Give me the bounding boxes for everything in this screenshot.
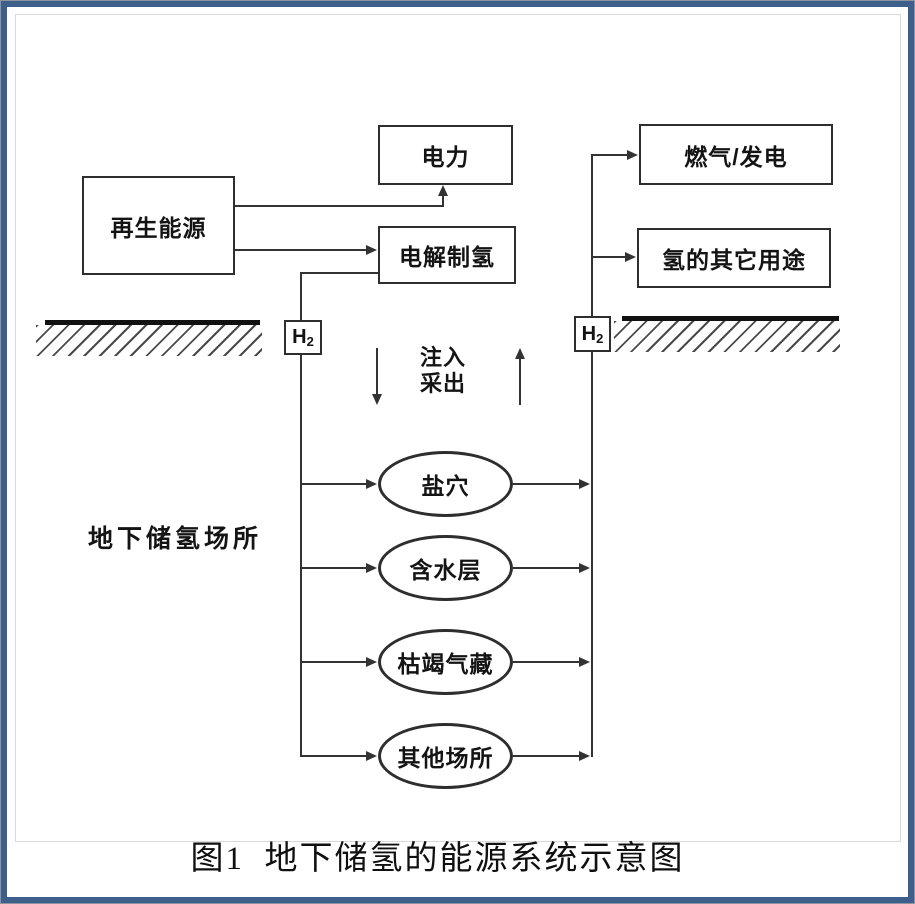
line-other-sites-to-pipe [513, 755, 580, 757]
depleted-gas-reservoir-ellipse: 枯竭气藏 [378, 629, 513, 695]
ground-hatching-left [36, 325, 262, 356]
electrolysis-label: 电解制氢 [399, 244, 495, 270]
salt-cavern-ellipse: 盐穴 [378, 451, 513, 517]
line-pipe-to-other-uses [592, 256, 627, 258]
line-renewable-to-power-riser [442, 194, 444, 207]
line-aquifer-to-pipe [513, 567, 580, 569]
line-renewable-to-electrolysis [235, 249, 368, 251]
inject-label: 注入 [420, 345, 467, 370]
electrolysis-box: 电解制氢 [378, 226, 516, 284]
arrow-aquifer-out-icon [579, 563, 590, 573]
arrow-depleted-reservoir-out-icon [579, 657, 590, 667]
arrow-into-gas-power-icon [627, 150, 638, 160]
line-salt-cavern-to-pipe [513, 483, 580, 485]
arrow-into-aquifer-icon [366, 563, 377, 573]
line-pipe-to-other-sites [301, 755, 367, 757]
figure-caption: 图1 地下储氢的能源系统示意图 [190, 841, 685, 877]
inject-arrow-down-icon [372, 394, 382, 405]
gas-power-generation-label: 燃气/发电 [684, 143, 788, 170]
depleted-gas-reservoir-label: 枯竭气藏 [397, 651, 494, 677]
line-pipe-to-depleted-reservoir [301, 661, 367, 663]
h2-subscript: 2 [306, 334, 314, 349]
renewable-energy-box: 再生能源 [82, 176, 235, 275]
line-depleted-reservoir-to-pipe [513, 661, 580, 663]
electric-power-label: 电力 [421, 144, 470, 170]
line-pipe-to-aquifer [301, 567, 367, 569]
line-pipe-to-salt-cavern [301, 483, 367, 485]
arrow-into-other-uses-icon [625, 252, 636, 262]
line-electrolysis-to-left-pipe [300, 272, 380, 274]
h2-label: H [292, 326, 307, 348]
renewable-energy-label: 再生能源 [110, 214, 207, 241]
gas-power-generation-box: 燃气/发电 [639, 124, 833, 185]
right-production-pipe [591, 154, 593, 757]
other-sites-ellipse: 其他场所 [378, 723, 513, 789]
h2-label: H [581, 322, 597, 345]
salt-cavern-label: 盐穴 [421, 473, 470, 499]
electric-power-box: 电力 [378, 125, 513, 185]
aquifer-ellipse: 含水层 [378, 535, 513, 601]
hydrogen-other-uses-box: 氢的其它用途 [637, 228, 831, 288]
arrow-into-electrolysis-icon [366, 245, 377, 255]
h2-subscript: 2 [596, 330, 604, 346]
figure-image-border [15, 14, 901, 842]
inject-arrow-shaft [376, 348, 378, 395]
arrow-salt-cavern-out-icon [579, 479, 590, 489]
other-sites-label: 其他场所 [397, 745, 494, 771]
produce-arrow-shaft [519, 358, 521, 405]
ground-surface-right [622, 316, 839, 321]
inject-produce-label: 注入 采出 [420, 345, 476, 397]
ground-surface-left [45, 320, 260, 325]
arrow-up-into-power-icon [438, 185, 448, 196]
line-renewable-to-power [235, 205, 444, 207]
arrow-into-salt-cavern-icon [366, 479, 377, 489]
hydrogen-other-uses-label: 氢的其它用途 [662, 247, 806, 273]
ground-hatching-right [614, 321, 840, 352]
arrow-into-depleted-reservoir-icon [366, 657, 377, 667]
aquifer-label: 含水层 [409, 557, 482, 583]
arrow-other-sites-out-icon [579, 751, 590, 761]
left-injection-pipe [300, 272, 302, 757]
arrow-into-other-sites-icon [366, 751, 377, 761]
underground-storage-area-label: 地下储氢场所 [88, 525, 263, 553]
produce-label: 采出 [420, 371, 467, 396]
produce-arrow-up-icon [515, 348, 525, 359]
line-pipe-to-gas-power [592, 154, 629, 156]
